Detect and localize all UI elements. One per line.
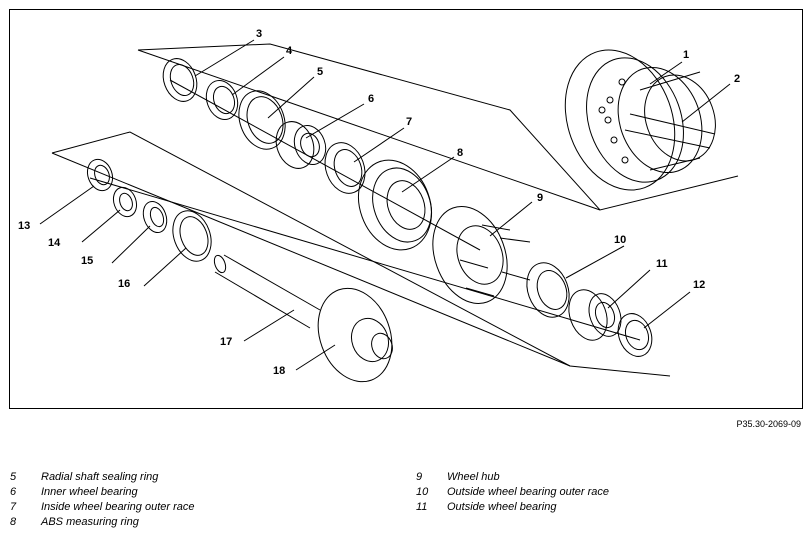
part-3-ring bbox=[162, 58, 198, 102]
legend-item: 7 Inside wheel bearing outer race bbox=[10, 500, 194, 515]
callout-18: 18 bbox=[273, 365, 286, 377]
legend-number: 5 bbox=[10, 471, 17, 483]
part-8-abs-ring bbox=[358, 159, 432, 251]
part-6-bearing bbox=[275, 121, 327, 169]
callout-leader-lines bbox=[39, 39, 731, 371]
legend-item: 8 ABS measuring ring bbox=[10, 515, 194, 530]
legend-number: 9 bbox=[416, 471, 423, 483]
legend-text: ABS measuring ring bbox=[41, 516, 139, 528]
callout-5: 5 bbox=[317, 66, 324, 78]
callout-7: 7 bbox=[406, 116, 413, 128]
legend-item: 9 Wheel hub bbox=[416, 470, 609, 485]
part-10-race bbox=[526, 262, 570, 318]
figure-reference: P35.30-2069-09 bbox=[736, 419, 801, 429]
legend-text: Outside wheel bearing outer race bbox=[447, 486, 610, 498]
legend-text: Outside wheel bearing bbox=[447, 501, 557, 513]
callout-17: 17 bbox=[220, 336, 233, 348]
legend-number: 6 bbox=[10, 486, 17, 498]
exploded-view-drawing bbox=[39, 39, 739, 383]
callout-11: 11 bbox=[656, 258, 668, 270]
upper-plane-edge bbox=[137, 49, 601, 211]
callout-13: 13 bbox=[18, 220, 31, 232]
callout-9: 9 bbox=[537, 192, 544, 204]
legend-number: 10 bbox=[416, 486, 429, 498]
legend-number: 8 bbox=[10, 516, 17, 528]
legend-left-column: 5 Radial shaft sealing ring 6 Inner whee… bbox=[10, 470, 194, 530]
legend-text: Inner wheel bearing bbox=[41, 486, 138, 498]
exploded-view-figure: 1 2 3 4 5 6 7 8 9 10 11 12 13 14 15 16 1… bbox=[9, 9, 803, 409]
legend-text: Radial shaft sealing ring bbox=[41, 471, 159, 483]
legend-item: 10 Outside wheel bearing outer race bbox=[416, 485, 609, 500]
callout-12: 12 bbox=[693, 279, 706, 291]
part-14-lock-washer bbox=[112, 186, 138, 218]
callout-16: 16 bbox=[118, 278, 131, 290]
lower-plane-outline bbox=[51, 131, 671, 377]
legend-right-column: 9 Wheel hub 10 Outside wheel bearing out… bbox=[416, 470, 609, 515]
legend-number: 11 bbox=[416, 501, 428, 513]
callout-15: 15 bbox=[81, 255, 94, 267]
part-17-18-axle-shaft bbox=[213, 254, 393, 383]
part-4-ring bbox=[205, 80, 239, 120]
legend-number: 7 bbox=[10, 501, 17, 513]
brake-drum-assembly bbox=[564, 49, 716, 191]
lower-plane-edge bbox=[51, 152, 571, 367]
callout-1: 1 bbox=[683, 49, 690, 61]
callout-4: 4 bbox=[286, 45, 293, 57]
part-5-seal bbox=[238, 90, 286, 150]
callout-3: 3 bbox=[256, 28, 263, 40]
part-13-nut bbox=[86, 158, 114, 192]
lower-axis-line bbox=[89, 177, 641, 341]
legend-item: 6 Inner wheel bearing bbox=[10, 485, 194, 500]
callout-2: 2 bbox=[734, 73, 741, 85]
part-7-race bbox=[324, 142, 366, 194]
legend-text: Inside wheel bearing outer race bbox=[41, 501, 195, 513]
legend-item: 11 Outside wheel bearing bbox=[416, 500, 609, 515]
part-9-wheel-hub bbox=[432, 206, 531, 304]
callout-10: 10 bbox=[614, 234, 627, 246]
callout-6: 6 bbox=[368, 93, 375, 105]
part-15-nut bbox=[142, 201, 168, 233]
upper-plane-outline bbox=[137, 43, 739, 211]
callout-14: 14 bbox=[48, 237, 61, 249]
part-12-ring bbox=[617, 313, 653, 357]
part-11-bearing bbox=[568, 289, 622, 341]
legend-item: 5 Radial shaft sealing ring bbox=[10, 470, 194, 485]
legend-text: Wheel hub bbox=[447, 471, 500, 483]
callout-8: 8 bbox=[457, 147, 464, 159]
part-16-ring bbox=[172, 210, 212, 262]
